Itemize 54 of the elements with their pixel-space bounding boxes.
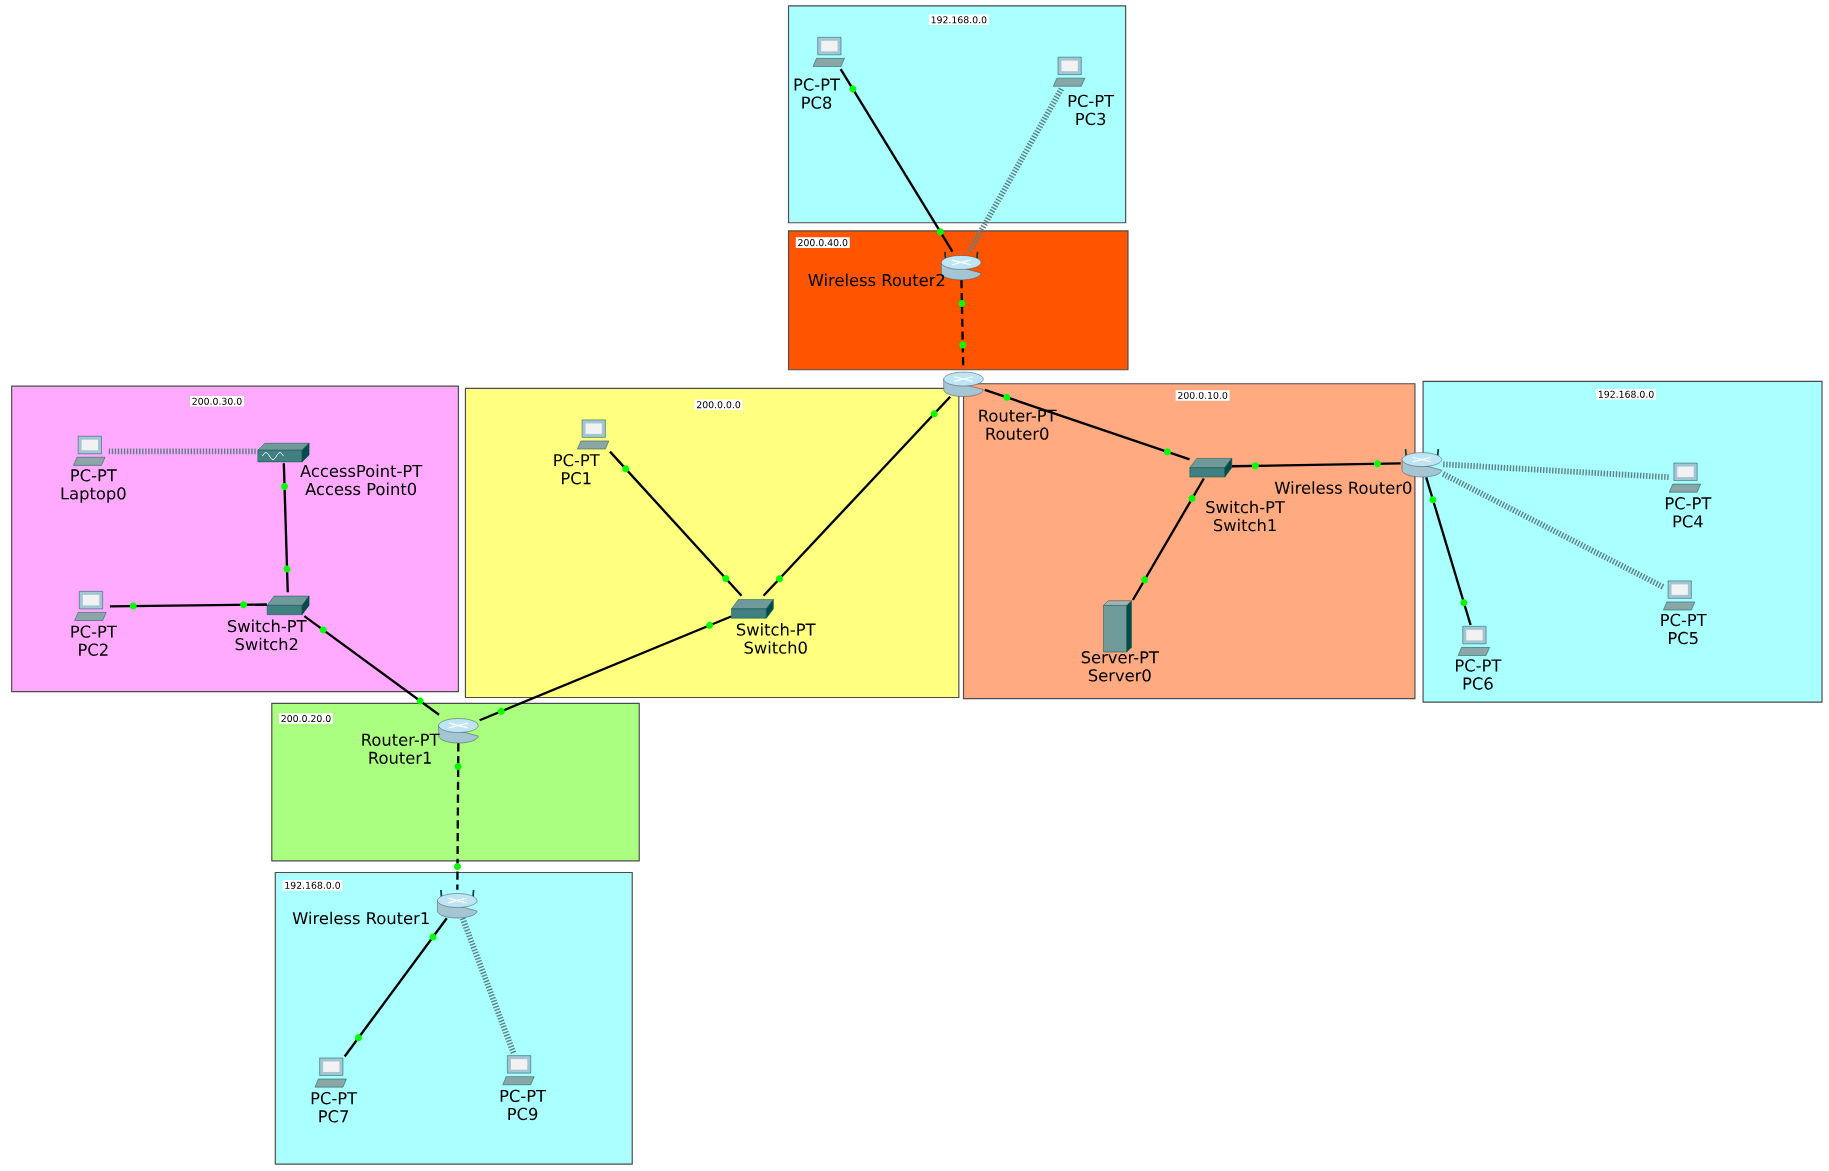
device-label: PC-PT PC9 <box>500 1089 547 1121</box>
network-area <box>274 871 633 1165</box>
network-area <box>787 230 1129 371</box>
network-area <box>787 5 1127 224</box>
device-label: Switch-PT Switch0 <box>736 623 816 654</box>
cable-line <box>609 450 743 597</box>
cable-line <box>1441 471 1665 590</box>
cable-line <box>966 87 1064 254</box>
device-label: Switch-PT Switch1 <box>1206 500 1285 532</box>
network-area <box>1422 380 1823 703</box>
cable-line <box>1232 462 1401 468</box>
device-label: PC-PT PC8 <box>794 78 841 109</box>
network-address-label: 200.0.20.0 <box>279 713 333 724</box>
device-label: Wireless Router2 <box>808 273 945 287</box>
cable-line <box>1425 476 1472 626</box>
network-address-label: 192.168.0.0 <box>1596 388 1656 400</box>
device-label: PC-PT Laptop0 <box>61 469 126 503</box>
device-label: Router-PT Router0 <box>979 409 1057 440</box>
network-address-label: 200.0.40.0 <box>795 237 850 248</box>
device-label: AccessPoint-PT Access Point0 <box>300 464 423 496</box>
cable-line <box>109 603 267 608</box>
device-label: PC-PT PC7 <box>311 1091 358 1123</box>
device-label: Switch-PT Switch2 <box>227 619 307 651</box>
network-address-label: 200.0.10.0 <box>1175 390 1230 401</box>
cable-line <box>108 448 258 455</box>
network-area <box>962 383 1416 700</box>
device-label: PC-PT PC3 <box>1068 94 1115 126</box>
cable-line <box>282 463 289 593</box>
cable-line <box>984 388 1190 461</box>
device-label: PC-PT PC4 <box>1666 497 1712 528</box>
network-area <box>271 702 640 862</box>
network-area <box>11 385 459 693</box>
device-label: PC-PT PC6 <box>1456 659 1502 690</box>
device-label: PC-PT PC5 <box>1661 613 1707 645</box>
cable-line <box>839 68 954 253</box>
network-area <box>464 387 960 699</box>
network-address-label: 200.0.30.0 <box>190 395 244 407</box>
network-address-label: 200.0.0.0 <box>694 399 743 410</box>
cable-line <box>1443 461 1670 481</box>
cable-line <box>762 395 952 597</box>
device-label: Wireless Router0 <box>1274 481 1412 494</box>
device-label: PC-PT PC2 <box>71 625 117 656</box>
cable-line <box>459 917 517 1056</box>
cable-line <box>303 615 440 716</box>
network-address-label: 192.168.0.0 <box>928 14 989 26</box>
device-label: Server-PT Server0 <box>1081 651 1159 682</box>
device-label: Router-PT Router1 <box>362 733 440 764</box>
cable-line <box>343 917 448 1058</box>
device-label: PC-PT PC1 <box>554 453 600 485</box>
device-label: Wireless Router1 <box>292 911 429 925</box>
cable-line <box>1131 477 1205 601</box>
network-address-label: 192.168.0.0 <box>282 880 343 891</box>
cable-line <box>479 615 732 722</box>
cable-line <box>456 743 460 890</box>
